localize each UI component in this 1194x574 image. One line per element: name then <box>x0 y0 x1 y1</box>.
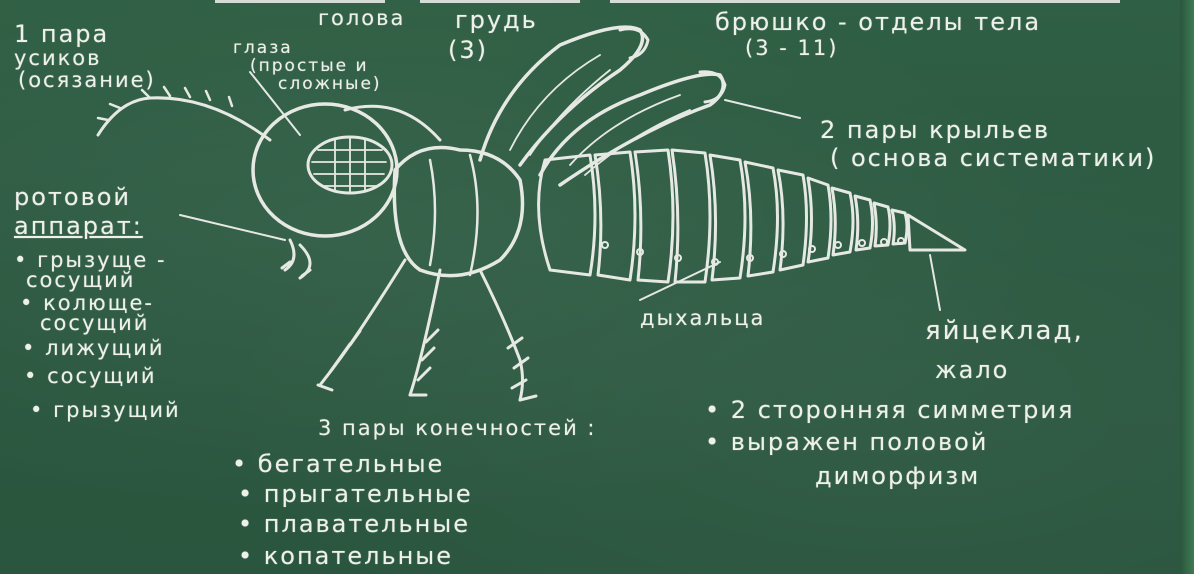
ovipositor-label-2: жало <box>935 358 1009 382</box>
chest-count: (3) <box>448 38 488 62</box>
abdomen-count: (3 - 11) <box>745 38 838 59</box>
mouth-type-5: • грызущий <box>30 400 181 421</box>
legs-item-1: • бегательные <box>232 452 444 476</box>
abdomen-label: брюшко - отделы тела <box>715 10 1041 34</box>
head-label: голова <box>318 8 405 29</box>
antenna-label-2: усиков <box>14 48 102 69</box>
legs-item-4: • копательные <box>238 544 453 568</box>
eyes-label-1: глаза <box>233 40 293 57</box>
ovipositor-label-1: яйцеклад, <box>925 318 1084 344</box>
wings-label-2: ( основа систематики) <box>830 146 1156 170</box>
legs-item-3: • плавательные <box>238 512 470 536</box>
wings-label-1: 2 пары крыльев <box>820 118 1050 142</box>
eyes-label-2: (простые и <box>250 58 369 75</box>
mouth-type-3: • лижущий <box>22 338 165 359</box>
symmetry-note-1: • 2 сторонняя симметрия <box>705 398 1074 422</box>
mouth-title-1: ротовой <box>14 185 131 209</box>
spiracles-label: дыхальца <box>640 308 765 329</box>
mouth-type-2b: сосущий <box>40 313 149 334</box>
antenna-label-3: (осязание) <box>18 70 156 91</box>
mouth-type-4: • сосущий <box>24 366 157 387</box>
eyes-label-3: сложные) <box>278 76 382 93</box>
mouth-type-1b: сосущий <box>26 270 135 291</box>
symmetry-note-3: диморфизм <box>815 464 980 488</box>
board-frame-edge <box>1180 0 1194 574</box>
mouth-title-2: аппарат: <box>14 214 143 238</box>
antenna-label-1: 1 пара <box>14 22 109 46</box>
legs-title: 3 пары конечностей : <box>318 418 597 439</box>
chest-label: грудь <box>455 8 538 32</box>
symmetry-note-2: • выражен половой <box>705 430 988 454</box>
legs-item-2: • прыгательные <box>238 482 473 506</box>
